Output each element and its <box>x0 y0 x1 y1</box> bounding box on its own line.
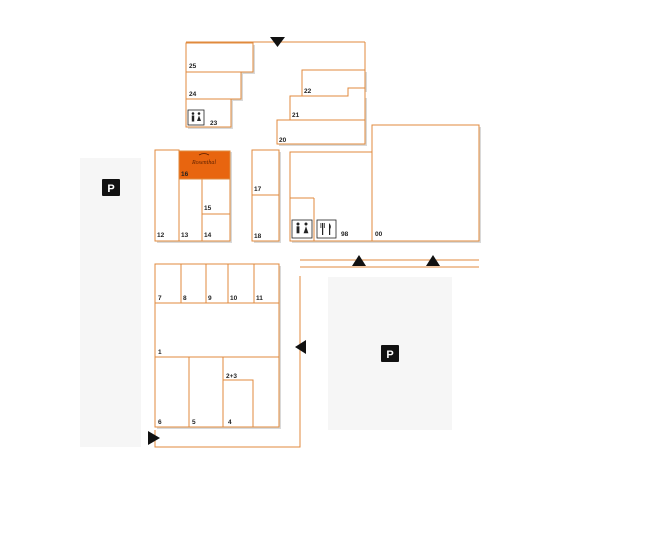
building-west-central: Rosenthal 16 15 12 13 14 <box>154 149 232 243</box>
unit-label-00: 00 <box>375 231 383 238</box>
unit-label-8: 8 <box>183 295 187 302</box>
unit-label-4: 4 <box>228 419 232 426</box>
unit-label-17: 17 <box>254 186 262 193</box>
unit-label-6: 6 <box>158 419 162 426</box>
entrance-arrow-top <box>270 37 285 47</box>
svg-text:P: P <box>107 183 114 195</box>
unit-6[interactable] <box>154 356 190 428</box>
entrance-arrow-southwest <box>148 431 160 445</box>
unit-label-9: 9 <box>208 295 212 302</box>
building-south: 7 8 9 10 11 1 2+3 6 5 4 <box>154 263 281 429</box>
unit-8[interactable] <box>180 263 207 304</box>
svg-text:P: P <box>386 349 393 361</box>
unit-label-22: 22 <box>304 88 312 95</box>
unit-label-2-3: 2+3 <box>226 373 237 380</box>
unit-label-98: 98 <box>341 231 349 238</box>
walkway-east <box>300 259 479 268</box>
building-north: 25 24 23 <box>185 42 255 129</box>
building-northeast: 22 21 20 <box>276 42 367 146</box>
unit-label-13: 13 <box>181 232 189 239</box>
restaurant-icon <box>316 219 337 239</box>
parking-sign-right: P <box>381 345 399 362</box>
unit-label-25: 25 <box>189 63 197 70</box>
unit-label-18: 18 <box>254 233 262 240</box>
parking-lot-left <box>80 158 141 447</box>
unit-11[interactable] <box>253 263 280 304</box>
restroom-icon <box>187 109 205 126</box>
unit-label-11: 11 <box>256 295 263 302</box>
unit-label-12: 12 <box>157 232 165 239</box>
unit-5[interactable] <box>188 356 224 428</box>
entrance-arrow-east-2 <box>426 255 440 266</box>
unit-label-16: 16 <box>181 171 189 178</box>
unit-18[interactable] <box>251 194 280 242</box>
unit-label-7: 7 <box>158 295 162 302</box>
unit-00[interactable] <box>371 124 480 242</box>
restroom-icon <box>291 219 313 239</box>
unit-label-20: 20 <box>279 137 287 144</box>
unit-25[interactable] <box>185 42 254 73</box>
parking-sign-left: P <box>102 179 120 196</box>
unit-label-21: 21 <box>292 112 300 119</box>
unit-16[interactable] <box>178 150 231 180</box>
unit-4[interactable] <box>222 379 254 428</box>
rosenthal-logo: Rosenthal <box>191 153 216 166</box>
svg-text:Rosenthal: Rosenthal <box>191 160 216 166</box>
unit-label-14: 14 <box>204 232 212 239</box>
unit-label-24: 24 <box>189 91 197 98</box>
unit-12[interactable] <box>154 149 180 242</box>
unit-20[interactable] <box>276 119 366 145</box>
entrance-arrow-west <box>295 340 306 354</box>
unit-label-10: 10 <box>230 295 238 302</box>
unit-label-5: 5 <box>192 419 196 426</box>
unit-label-23: 23 <box>210 120 218 127</box>
unit-label-15: 15 <box>204 205 212 212</box>
unit-label-1: 1 <box>158 349 162 356</box>
building-central: 17 18 <box>251 149 281 243</box>
unit-17[interactable] <box>251 149 280 196</box>
unit-1[interactable] <box>154 302 280 358</box>
entrance-arrow-east-1 <box>352 255 366 266</box>
unit-10[interactable] <box>227 263 255 304</box>
unit-15[interactable] <box>201 178 231 215</box>
building-east: 98 00 <box>289 124 481 243</box>
